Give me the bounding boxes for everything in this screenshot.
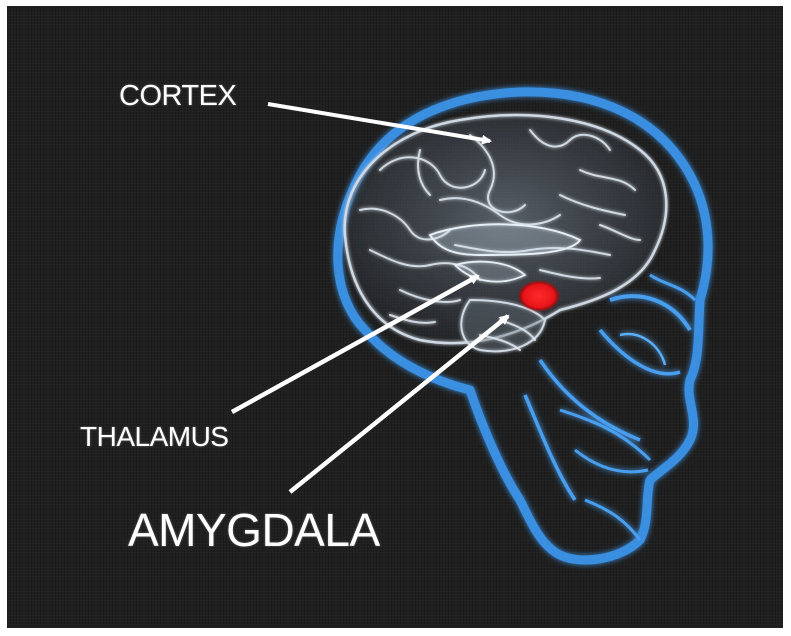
amygdala-marker — [520, 282, 558, 310]
thalamus-label: THALAMUS — [80, 421, 228, 453]
amygdala-label: AMYGDALA — [128, 503, 380, 557]
cortex-label: CORTEX — [119, 80, 236, 113]
